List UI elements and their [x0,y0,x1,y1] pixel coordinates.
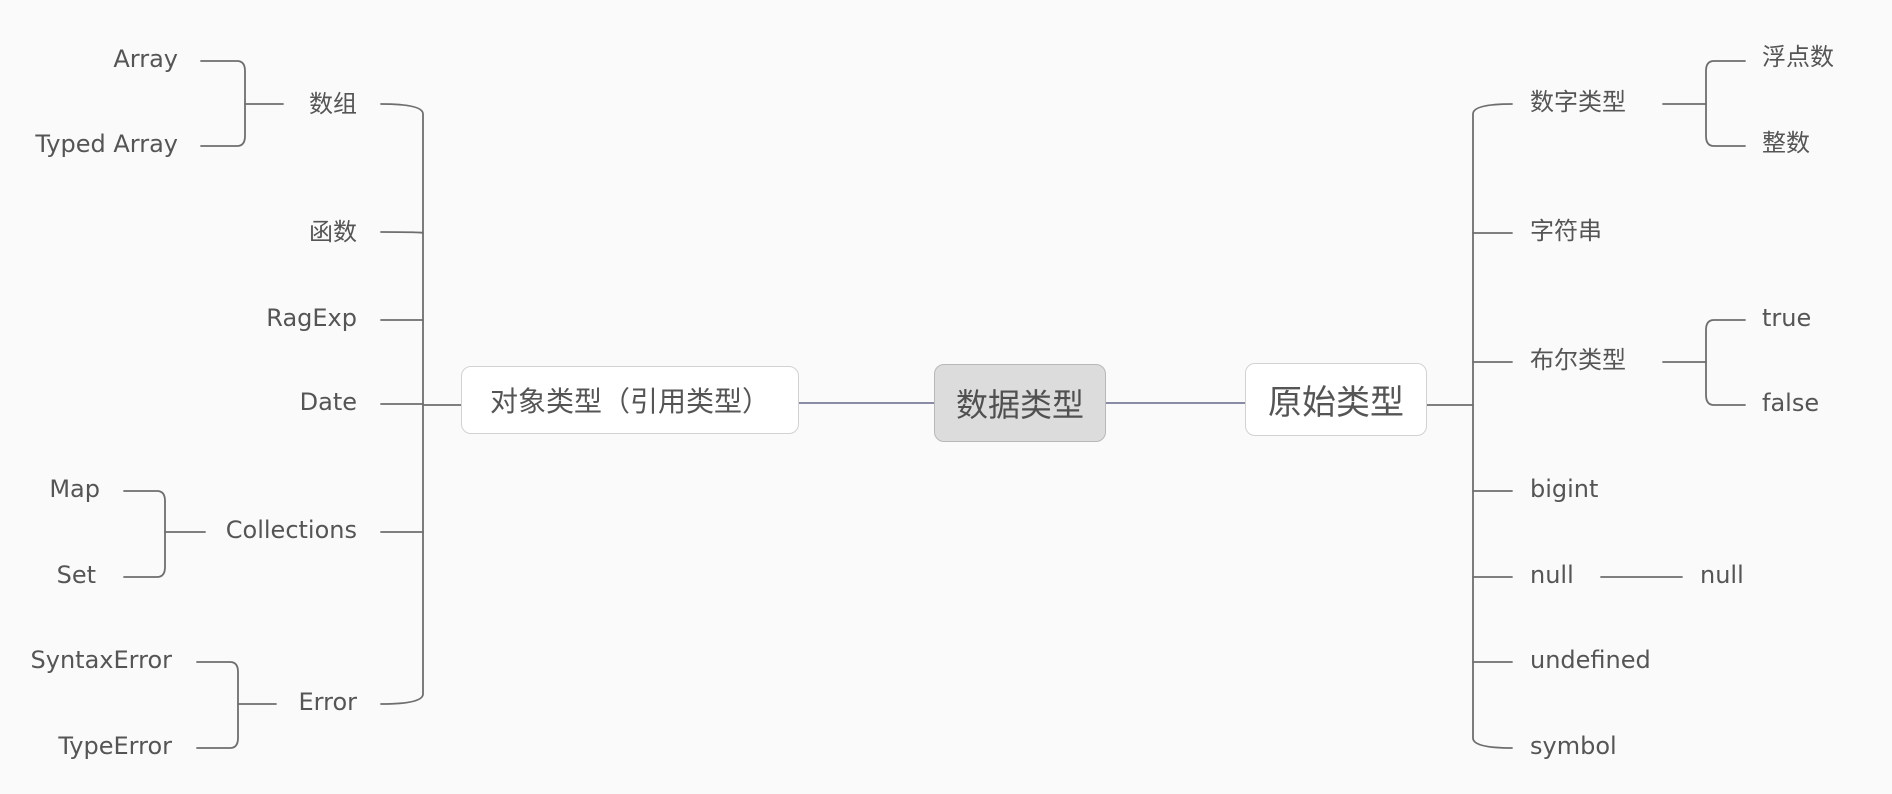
link-array-bracket [200,60,246,147]
link-number-bracket [1705,60,1746,147]
node-float[interactable]: 浮点数 [1762,43,1834,71]
node-typed-array[interactable]: Typed Array [35,130,178,158]
node-number[interactable]: 数字类型 [1530,88,1626,116]
node-true[interactable]: true [1762,304,1812,332]
node-array-group[interactable]: 数组 [309,90,357,118]
node-string[interactable]: 字符串 [1530,217,1602,245]
node-undefined[interactable]: undefined [1530,646,1651,674]
primitive-types-node[interactable]: 原始类型 [1245,363,1427,436]
link-collections-bracket [123,490,166,578]
link-error-bracket [196,661,239,749]
link-to-array-group [380,231,424,234]
node-null[interactable]: null [1530,561,1574,589]
node-array[interactable]: Array [113,45,178,73]
root-node[interactable]: 数据类型 [934,364,1106,442]
node-type-error[interactable]: TypeError [58,732,172,760]
node-set[interactable]: Set [56,561,96,589]
node-date[interactable]: Date [299,388,357,416]
node-error[interactable]: Error [298,688,358,716]
node-bigint[interactable]: bigint [1530,475,1599,503]
node-map[interactable]: Map [49,475,100,503]
link-primitive-bracket [1472,103,1513,749]
node-false[interactable]: false [1762,389,1820,417]
node-symbol[interactable]: symbol [1530,732,1617,760]
node-regexp[interactable]: RagExp [266,304,357,332]
link-boolean-bracket [1705,319,1746,406]
node-syntax-error[interactable]: SyntaxError [30,646,172,674]
node-integer[interactable]: 整数 [1762,129,1810,157]
node-function[interactable]: 函数 [309,218,357,246]
object-types-node[interactable]: 对象类型（引用类型） [461,366,799,434]
node-null-value[interactable]: null [1700,561,1744,589]
node-boolean[interactable]: 布尔类型 [1530,346,1626,374]
node-collections[interactable]: Collections [225,516,357,544]
